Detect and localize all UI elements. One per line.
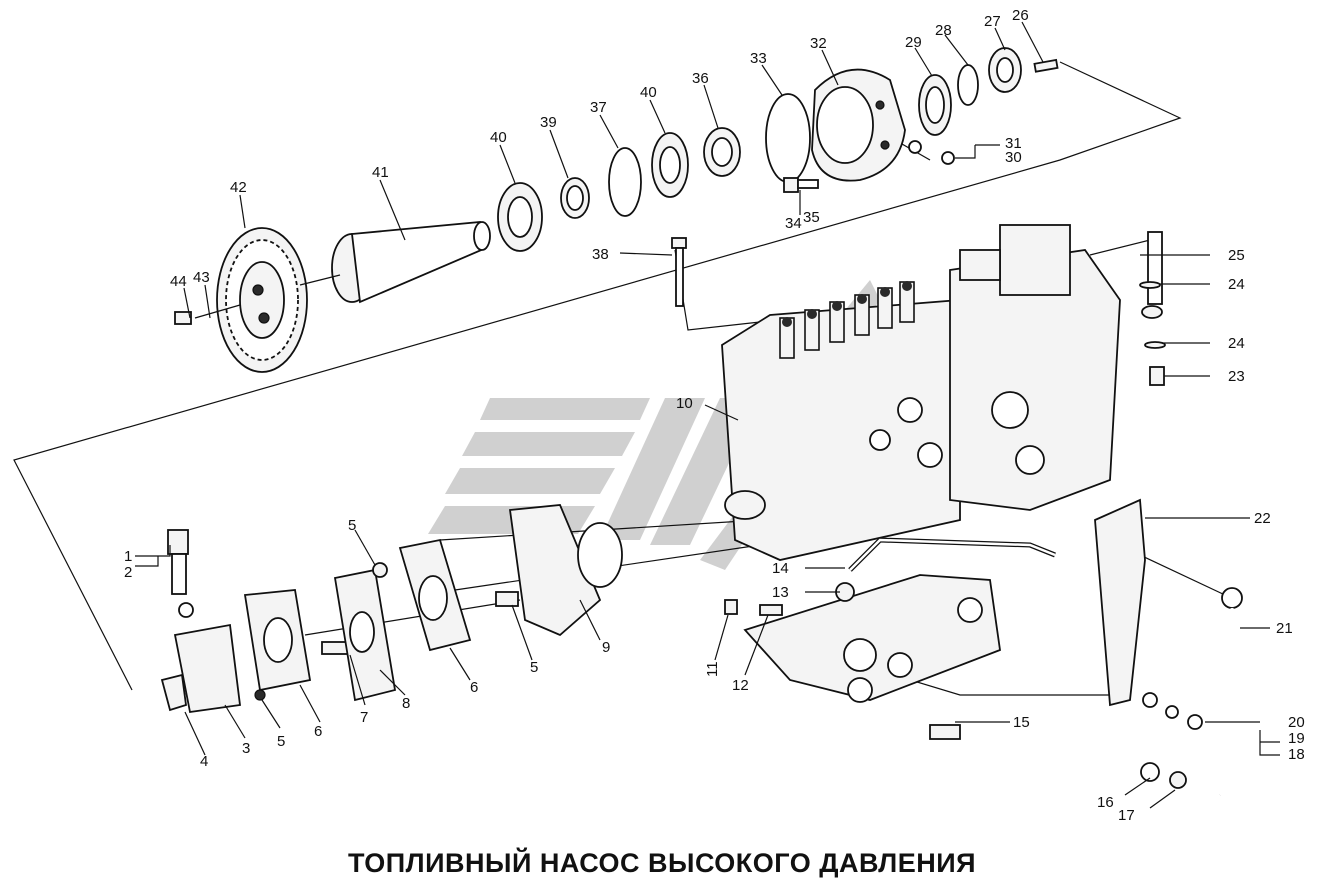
key-26 (1033, 58, 1059, 73)
callout-6-right: 6 (470, 679, 478, 696)
callout-6-left: 6 (314, 723, 322, 740)
callout-35: 35 (803, 209, 820, 226)
callout-41: 41 (372, 164, 389, 181)
callout-25: 25 (1228, 247, 1245, 264)
callout-24-upper: 24 (1228, 276, 1245, 293)
callout-18: 18 (1288, 746, 1305, 763)
callout-7: 7 (360, 709, 368, 726)
gear-42 (174, 227, 308, 373)
fittings-right (1139, 231, 1203, 789)
callout-40-front: 40 (490, 129, 507, 146)
callout-20: 20 (1288, 714, 1305, 731)
callout-16: 16 (1097, 794, 1114, 811)
callout-33: 33 (750, 50, 767, 67)
leader-lines (135, 21, 1280, 809)
callout-44: 44 (170, 273, 187, 290)
callout-38: 38 (592, 246, 609, 263)
callout-12: 12 (732, 677, 749, 694)
flange-27 (988, 47, 1022, 93)
gasket-33 (765, 93, 811, 183)
callout-5-left: 5 (277, 733, 285, 750)
callout-24-lower: 24 (1228, 335, 1245, 352)
callout-17: 17 (1118, 807, 1135, 824)
callout-11: 11 (704, 661, 721, 677)
callout-9: 9 (602, 639, 610, 656)
diagram-title: ТОПЛИВНЫЙ НАСОС ВЫСОКОГО ДАВЛЕНИЯ (347, 848, 977, 878)
rod-21 (1219, 587, 1252, 797)
callout-37: 37 (590, 99, 607, 116)
callout-30: 30 (1005, 149, 1022, 166)
callout-labels: 26 27 28 29 32 33 36 40 37 39 40 41 42 4… (124, 7, 1305, 824)
callout-4: 4 (200, 753, 208, 770)
seal-29 (918, 74, 952, 136)
callout-13: 13 (772, 584, 789, 601)
callout-10: 10 (676, 395, 693, 412)
snap-ring-37 (608, 147, 642, 217)
callout-1: 1 (124, 548, 132, 565)
callout-29: 29 (905, 34, 922, 51)
callout-40-rear: 40 (640, 84, 657, 101)
callout-28: 28 (935, 22, 952, 39)
callout-2: 2 (124, 564, 132, 581)
bracket-22 (1094, 498, 1146, 707)
mounting-bracket (724, 537, 1056, 740)
bearing-40-front (497, 182, 543, 252)
callout-39: 39 (540, 114, 557, 131)
callout-27: 27 (984, 13, 1001, 30)
ring-28 (957, 64, 979, 106)
callout-43: 43 (193, 269, 210, 286)
callout-5-top: 5 (348, 517, 356, 534)
callout-15: 15 (1013, 714, 1030, 731)
sleeve-39 (560, 177, 590, 219)
callout-8: 8 (402, 695, 410, 712)
bolt-38 (671, 237, 687, 307)
sleeve-36 (703, 127, 741, 177)
callout-31: 31 (1005, 135, 1022, 152)
callout-42: 42 (230, 179, 247, 196)
bearing-40-rear (651, 132, 689, 198)
callout-32: 32 (810, 35, 827, 52)
callout-3: 3 (242, 740, 250, 757)
callout-19: 19 (1288, 730, 1305, 747)
housing-32 (811, 68, 955, 182)
pump-body (721, 224, 1121, 561)
assembly-guide-lines (13, 61, 1226, 696)
callout-22: 22 (1254, 510, 1271, 527)
callout-36: 36 (692, 70, 709, 87)
callout-23: 23 (1228, 368, 1245, 385)
callout-5-right: 5 (530, 659, 538, 676)
shaft-41 (299, 221, 491, 304)
callout-34: 34 (785, 215, 802, 232)
coupling-stack-left (160, 504, 623, 714)
callout-21: 21 (1276, 620, 1293, 637)
callout-14: 14 (772, 560, 789, 577)
bolt-34-35 (783, 177, 819, 193)
callout-26: 26 (1012, 7, 1029, 24)
